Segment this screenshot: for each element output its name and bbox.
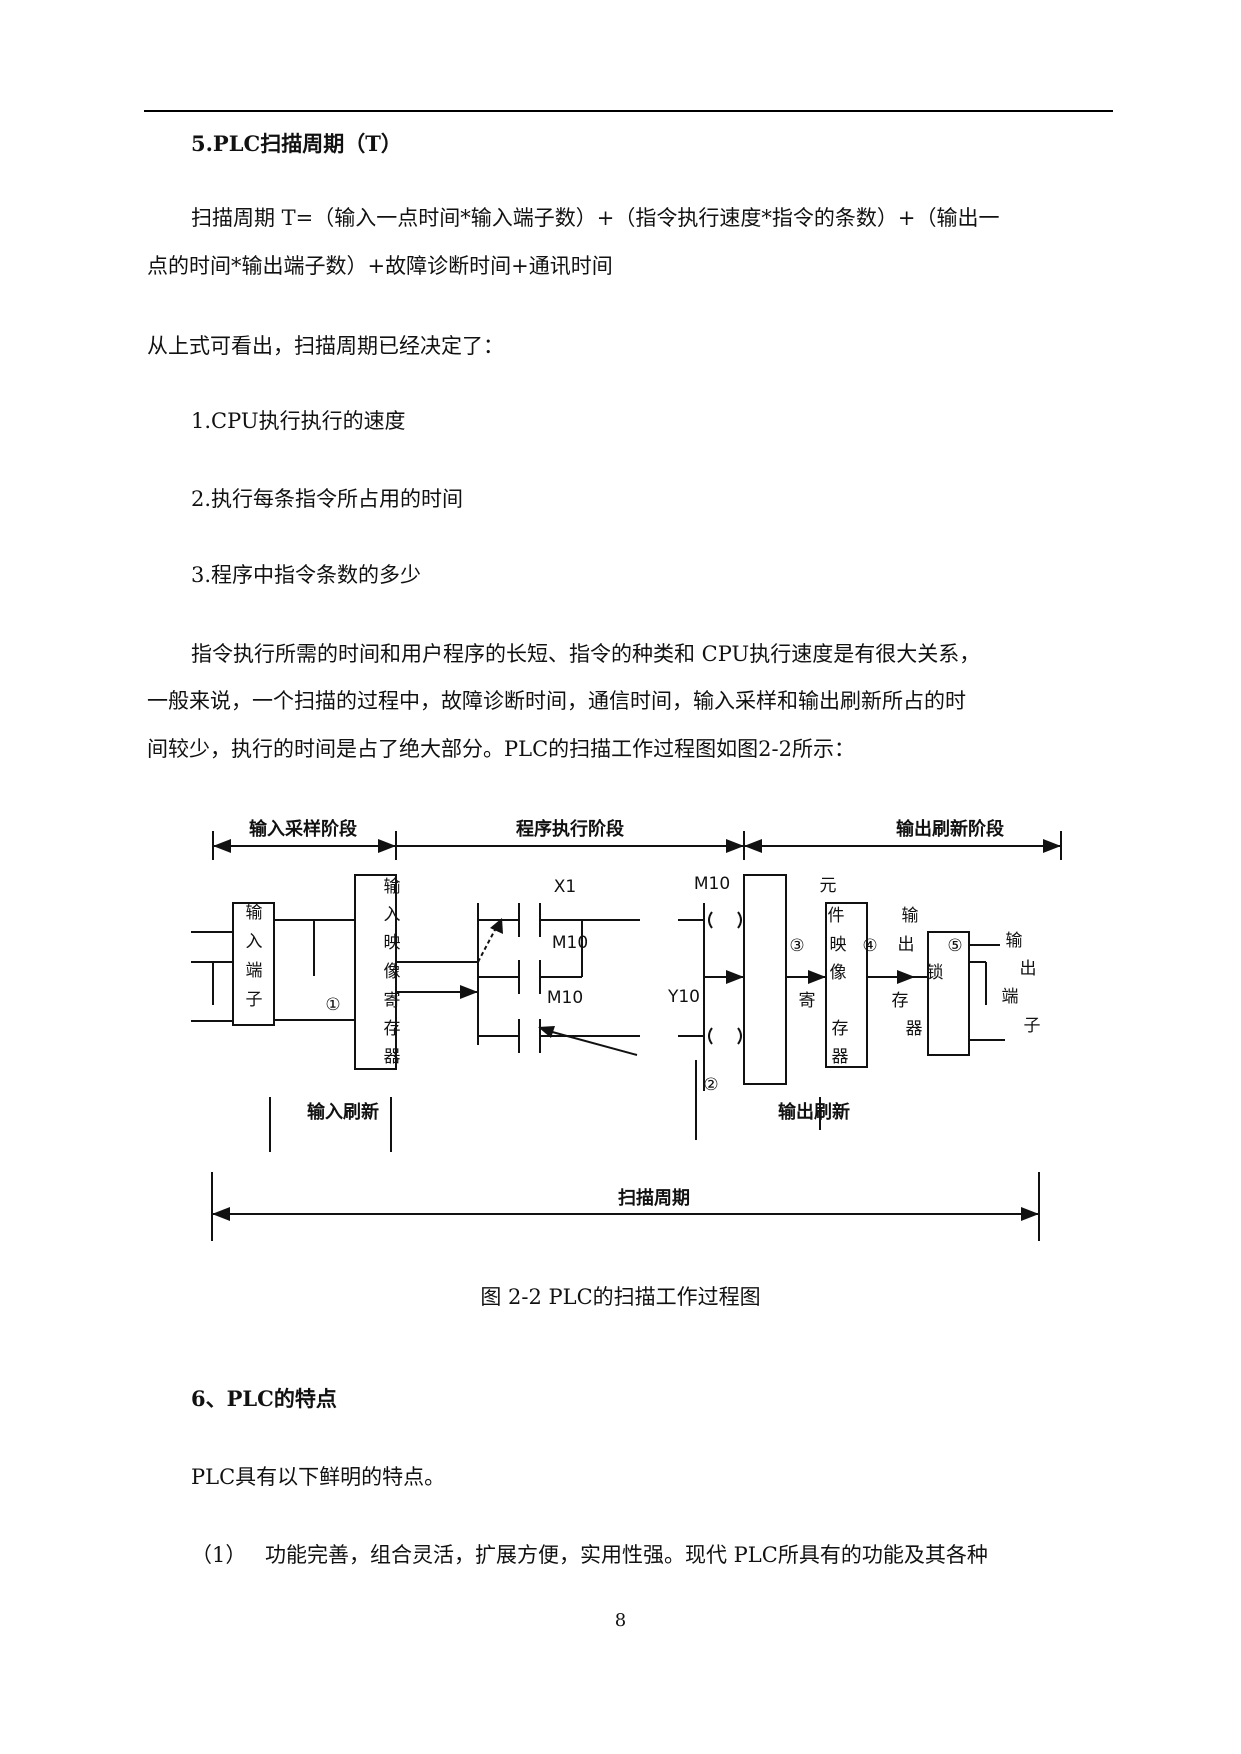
box-char: 端 bbox=[246, 961, 263, 981]
box-char: 入 bbox=[246, 932, 263, 952]
terminal-char: 子 bbox=[1024, 1016, 1041, 1036]
formula-line-1: 扫描周期 T=（输入一点时间*输入端子数）+（指令执行速度*指令的条数）+（输出… bbox=[191, 206, 1000, 230]
figure-caption: 图 2-2 PLC的扫描工作过程图 bbox=[480, 1285, 761, 1309]
box-char: 出 bbox=[898, 935, 915, 955]
arrowhead-icon bbox=[213, 839, 231, 853]
input-image-register-box bbox=[354, 874, 397, 1070]
coil-y10 bbox=[708, 1027, 742, 1045]
paragraph-line: 指令执行所需的时间和用户程序的长短、指令的种类和 CPU执行速度是有很大关系， bbox=[191, 642, 981, 666]
arrowhead-icon bbox=[726, 839, 744, 853]
paragraph-line: 一般来说，一个扫描的过程中，故障诊断时间，通信时间，输入采样和输出刷新所占的时 bbox=[147, 689, 966, 713]
arrowhead-icon bbox=[726, 970, 744, 984]
lead-text: 从上式可看出，扫描周期已经决定了： bbox=[147, 334, 504, 358]
arrowhead-icon bbox=[212, 1207, 230, 1221]
box-char: 锁 bbox=[927, 963, 944, 983]
box-char: 存 bbox=[892, 991, 909, 1011]
arrowhead-icon bbox=[460, 985, 478, 999]
element-image-register-box bbox=[825, 902, 868, 1068]
box-char: 入 bbox=[384, 905, 401, 925]
box-char: 子 bbox=[246, 990, 263, 1010]
feature-item-number: （1） bbox=[191, 1543, 247, 1567]
coil-label-m10: M10 bbox=[694, 874, 730, 894]
coil-label-y10: Y10 bbox=[667, 987, 700, 1007]
arrowhead-icon bbox=[490, 918, 503, 934]
contact-label-m10: M10 bbox=[547, 988, 583, 1008]
arrowhead-icon bbox=[378, 839, 396, 853]
section-6-heading: 6、PLC的特点 bbox=[191, 1386, 337, 1411]
arrowhead-icon bbox=[897, 970, 915, 984]
dashed-arrow bbox=[477, 925, 498, 963]
list-item: 1.CPU执行执行的速度 bbox=[191, 409, 406, 433]
marker-4: ④ bbox=[862, 936, 877, 956]
list-item: 3.程序中指令条数的多少 bbox=[191, 563, 422, 587]
marker-5: ⑤ bbox=[947, 936, 962, 956]
scan-cycle-label: 扫描周期 bbox=[618, 1187, 690, 1209]
marker-3: ③ bbox=[789, 936, 804, 956]
box-char: 输 bbox=[902, 906, 919, 926]
box-char: 件 bbox=[828, 906, 845, 926]
terminal-char: 出 bbox=[1020, 959, 1037, 979]
arrowhead-icon bbox=[1043, 839, 1061, 853]
phase-output-label: 输出刷新阶段 bbox=[896, 818, 1005, 840]
phase-input-label: 输入采样阶段 bbox=[249, 818, 358, 840]
feature-item-text: 功能完善，组合灵活，扩展方便，实用性强。现代 PLC所具有的功能及其各种 bbox=[265, 1543, 988, 1567]
box-char: 像 bbox=[384, 962, 401, 982]
paragraph-line: 间较少，执行的时间是占了绝大部分。PLC的扫描工作过程图如图2-2所示： bbox=[147, 737, 855, 761]
arrowhead-icon bbox=[1021, 1207, 1039, 1221]
box-char: 存 bbox=[384, 1019, 401, 1039]
arrowhead-icon bbox=[538, 1026, 555, 1038]
terminal-char: 端 bbox=[1002, 987, 1019, 1007]
box-char: 器 bbox=[906, 1019, 923, 1039]
arrowhead-icon bbox=[808, 970, 826, 984]
contact-label-m10: M10 bbox=[552, 933, 588, 953]
program-box bbox=[743, 874, 787, 1085]
output-refresh-label: 输出刷新 bbox=[778, 1101, 850, 1123]
input-terminal-box bbox=[232, 902, 275, 1026]
coil-m10 bbox=[708, 911, 742, 929]
output-latch-box bbox=[927, 931, 970, 1056]
box-char: 映 bbox=[384, 933, 401, 953]
page-number: 8 bbox=[614, 1610, 627, 1631]
marker-1: ① bbox=[325, 995, 340, 1015]
terminal-char: 输 bbox=[1006, 931, 1023, 951]
formula-line-2: 点的时间*输出端子数）+故障诊断时间+通讯时间 bbox=[147, 254, 613, 278]
box-char: 器 bbox=[832, 1047, 849, 1067]
box-char: 映 bbox=[830, 935, 847, 955]
header-rule bbox=[144, 110, 1113, 112]
feedback-arrow-line bbox=[544, 1029, 638, 1056]
box-char: 存 bbox=[832, 1019, 849, 1039]
marker-2: ② bbox=[703, 1075, 718, 1095]
box-char: 寄 bbox=[799, 991, 816, 1011]
box-char: 输 bbox=[246, 903, 263, 923]
contact-label-x1: X1 bbox=[554, 877, 576, 897]
list-item: 2.执行每条指令所占用的时间 bbox=[191, 487, 464, 511]
box-char: 器 bbox=[384, 1047, 401, 1067]
box-char: 元 bbox=[820, 876, 837, 896]
input-refresh-label: 输入刷新 bbox=[307, 1101, 379, 1123]
box-char: 输 bbox=[384, 877, 401, 897]
phase-program-label: 程序执行阶段 bbox=[516, 818, 625, 840]
box-char: 像 bbox=[830, 963, 847, 983]
box-char: 寄 bbox=[384, 991, 401, 1011]
arrowhead-icon bbox=[744, 839, 762, 853]
section-5-heading: 5.PLC扫描周期（T） bbox=[191, 131, 402, 156]
section-6-intro: PLC具有以下鲜明的特点。 bbox=[191, 1465, 446, 1489]
